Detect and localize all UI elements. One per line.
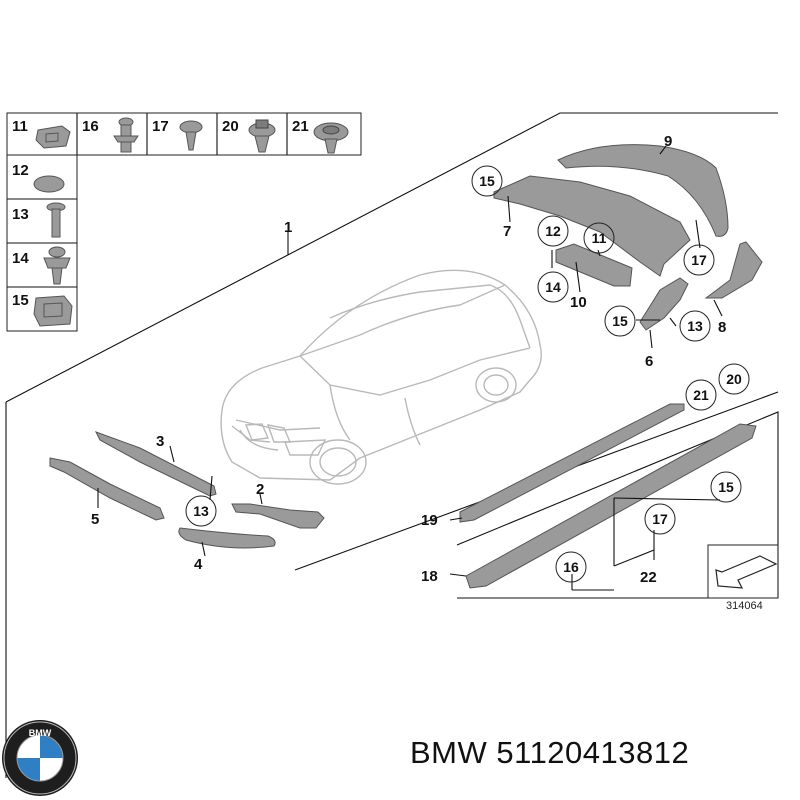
hw-label-15: 15	[12, 292, 29, 309]
bmw-logo: BMW	[2, 720, 78, 796]
part-2-trim	[231, 503, 325, 529]
front-parts	[49, 431, 325, 549]
callout-18: 18	[421, 568, 438, 585]
hw-label-11: 11	[12, 118, 28, 135]
callout-rear-13: 13	[687, 318, 703, 334]
callout-sill-20: 20	[726, 371, 742, 387]
hw-label-21: 21	[292, 118, 309, 135]
callout-rear-15: 15	[479, 173, 495, 189]
clip-nut-11-icon	[35, 125, 71, 149]
hw-label-20: 20	[222, 118, 239, 135]
hw-label-14: 14	[12, 250, 29, 267]
part-8-panel	[704, 241, 763, 299]
hw-label-13: 13	[12, 206, 29, 223]
part-4-trim	[178, 527, 276, 549]
part-3-bracket	[94, 431, 217, 497]
callout-rear-15b: 15	[612, 313, 628, 329]
hardware-grid: 11 16 17 20 21 12 13 14 15	[6, 112, 362, 332]
callout-5: 5	[91, 511, 99, 528]
hw-label-16: 16	[82, 118, 99, 135]
callout-9: 9	[664, 133, 672, 150]
callout-22: 22	[640, 569, 657, 586]
callout-4: 4	[194, 556, 203, 573]
part-7-panel	[493, 175, 691, 277]
callout-sill-16: 16	[563, 559, 579, 575]
hw-label-12: 12	[12, 162, 29, 179]
callout-front-13: 13	[193, 503, 209, 519]
part-9-bumper-trim	[557, 144, 729, 237]
callout-sill-21: 21	[693, 387, 709, 403]
callout-rear-17: 17	[691, 252, 707, 268]
callout-19: 19	[421, 512, 438, 529]
callout-sill-15: 15	[718, 479, 734, 495]
push-clip-21-icon	[313, 122, 349, 154]
side-sill-parts	[459, 403, 757, 589]
washer-12-icon	[33, 175, 65, 193]
push-clip-20-icon	[248, 119, 276, 153]
circled-callouts	[185, 165, 750, 583]
brand-name: BMW	[410, 735, 488, 770]
callout-6: 6	[645, 353, 653, 370]
bolt-13-icon	[46, 202, 66, 238]
bmw-logo-lettering: BMW	[29, 728, 52, 738]
callout-1: 1	[284, 219, 292, 236]
part-6-bracket	[639, 277, 689, 331]
callout-2: 2	[256, 481, 264, 498]
callout-7: 7	[503, 223, 511, 240]
part-19-sill-bracket	[459, 403, 685, 523]
part-10-panel	[555, 243, 633, 287]
screw-17-icon	[179, 120, 203, 151]
part-18-sill-trim	[465, 423, 757, 589]
callout-rear-12: 12	[545, 223, 561, 239]
callout-10: 10	[570, 294, 587, 311]
orientation-arrow-icon	[715, 555, 778, 589]
rear-parts	[493, 144, 763, 331]
diagram-number: 314064	[726, 600, 763, 612]
hw-label-17: 17	[152, 118, 169, 135]
leader-lines	[97, 145, 723, 591]
callout-rear-14: 14	[545, 279, 561, 295]
expansion-nut-14-icon	[43, 246, 71, 285]
callout-8: 8	[718, 319, 726, 336]
clip-15-icon	[33, 295, 73, 327]
vehicle-outline	[220, 269, 542, 485]
callout-3: 3	[156, 433, 164, 450]
part-caption: BMW 51120413812	[410, 735, 689, 771]
callout-sill-17: 17	[652, 511, 668, 527]
part-number: 51120413812	[496, 735, 690, 770]
part-5-bracket	[49, 457, 165, 521]
callout-rear-11: 11	[592, 230, 607, 246]
rivet-16-icon	[113, 117, 139, 153]
